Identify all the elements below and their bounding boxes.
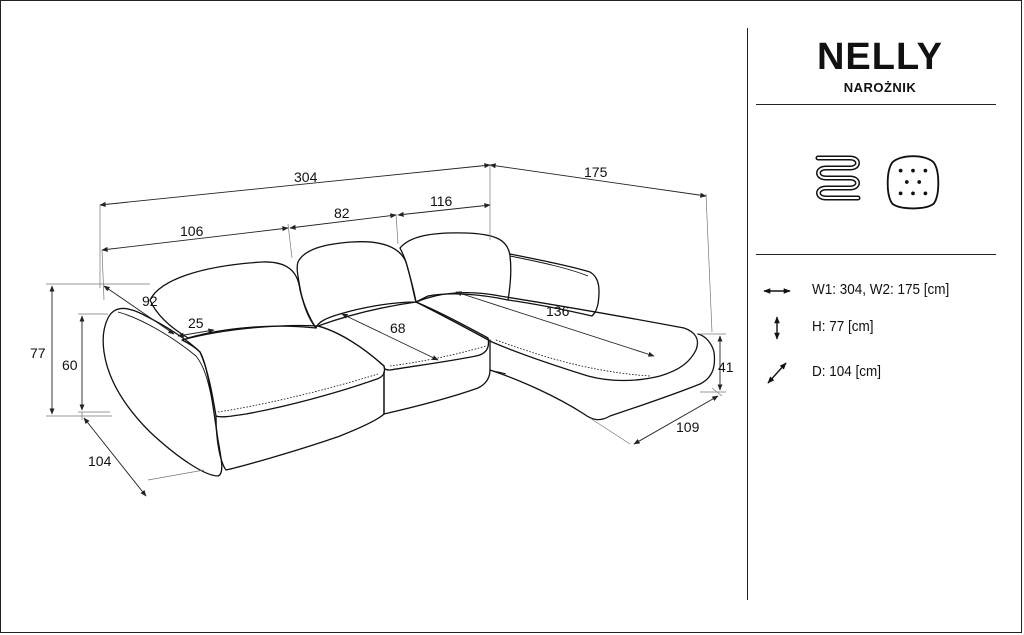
divider-middle (756, 254, 996, 255)
label-armrest-depth: 92 (142, 293, 158, 309)
sofa-outline (102, 232, 716, 477)
middle-back-cushion (296, 241, 417, 329)
dim-line-109 (633, 395, 719, 445)
spec-height-text: H: 77 [cm] (812, 318, 874, 335)
dim-line-136 (455, 291, 655, 357)
dim-line-92 (103, 285, 175, 335)
label-chaise-length: 136 (546, 303, 570, 319)
dimension-labels: 304 175 106 82 116 92 25 68 136 77 60 41… (30, 164, 734, 469)
feature-icons (808, 150, 958, 212)
label-depth: 104 (88, 453, 112, 469)
label-armrest-height: 60 (62, 357, 78, 373)
divider-top (756, 104, 996, 105)
label-left-section: 106 (180, 223, 204, 239)
spec-width: W1: 304, W2: 175 [cm] (760, 279, 1010, 303)
spring-icon (815, 155, 861, 201)
spec-depth-text: D: 104 [cm] (812, 363, 882, 380)
spec-height: H: 77 [cm] (760, 316, 1010, 340)
label-chaise-width: 175 (584, 164, 608, 180)
dim-line-175 (489, 163, 707, 198)
dim-line-106 (101, 226, 289, 252)
middle-seat-base (383, 339, 491, 415)
depth-arrow-icon (767, 362, 787, 384)
label-middle-section: 82 (334, 205, 350, 221)
right-back-cushion (399, 232, 512, 303)
label-total-height: 77 (30, 345, 46, 361)
panel-divider (747, 28, 748, 600)
label-total-width: 304 (294, 169, 318, 185)
dimension-lines (49, 163, 723, 497)
label-seat-depth: 68 (390, 320, 406, 336)
product-name: NELLY (816, 36, 944, 78)
width-arrow-icon (763, 288, 791, 294)
dim-line-68 (341, 313, 439, 361)
middle-seat-cushion (317, 301, 490, 371)
spec-depth: D: 104 [cm] (760, 361, 1010, 385)
product-type: NAROŻNIK (843, 80, 917, 95)
quilted-cushion-icon (886, 155, 940, 210)
chaise-base (489, 333, 716, 421)
extension-lines (46, 165, 726, 481)
dim-line-304 (99, 163, 491, 207)
label-chaise-height: 41 (718, 359, 734, 375)
dim-line-104 (83, 417, 147, 497)
height-arrow-icon (774, 316, 780, 340)
left-back-cushion (149, 261, 317, 339)
spec-width-text: W1: 304, W2: 175 [cm] (812, 281, 950, 298)
label-right-section: 116 (430, 193, 453, 209)
dim-line-116 (397, 203, 491, 217)
dim-line-82 (289, 213, 397, 230)
label-armrest-width: 25 (188, 315, 204, 331)
dim-line-25 (177, 328, 215, 338)
label-chaise-depth: 109 (676, 419, 700, 435)
left-seat-base (215, 371, 385, 471)
